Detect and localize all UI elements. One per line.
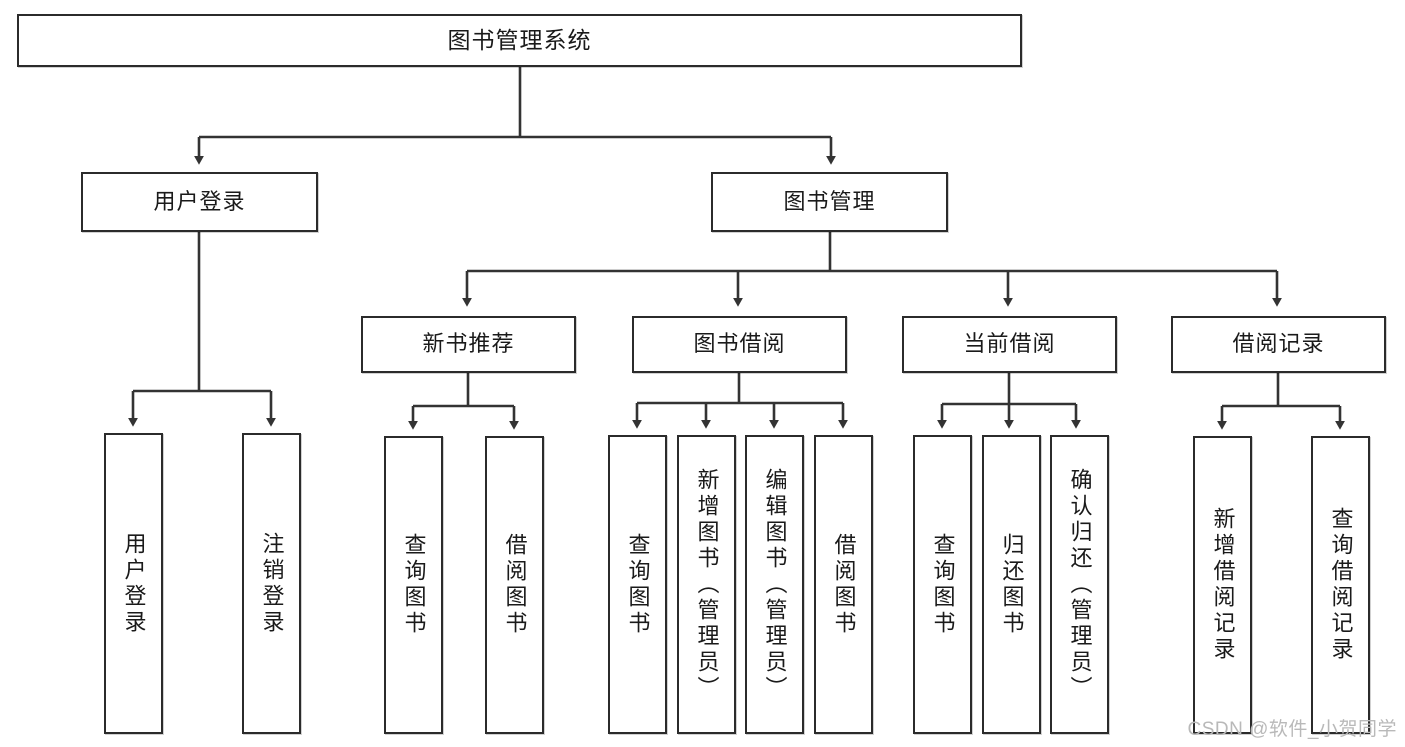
node-root-system-label: 图书管理系统 <box>447 26 592 53</box>
leaf-borrow-borrow-book-label: 借阅图书 <box>831 532 857 637</box>
leaf-user-login-logout[interactable]: 注销登录 <box>242 433 301 734</box>
leaf-borrow-query-book[interactable]: 查询图书 <box>608 435 667 734</box>
leaf-new-book-query-label: 查询图书 <box>401 533 427 637</box>
node-current-borrow-label: 当前借阅 <box>963 331 1056 357</box>
leaf-current-return-book-label: 归还图书 <box>999 532 1025 637</box>
leaf-borrow-query-book-label: 查询图书 <box>625 532 651 637</box>
leaf-borrow-borrow-book[interactable]: 借阅图书 <box>814 435 873 734</box>
leaf-borrow-add-book-label: 新增图书（管理员） <box>694 467 720 702</box>
leaf-record-query[interactable]: 查询借阅记录 <box>1311 436 1370 734</box>
node-book-borrow[interactable]: 图书借阅 <box>632 316 847 373</box>
leaf-current-confirm-return[interactable]: 确认归还（管理员） <box>1050 435 1109 734</box>
leaf-user-login-login-label: 用户登录 <box>121 531 147 636</box>
leaf-current-return-book[interactable]: 归还图书 <box>982 435 1041 734</box>
node-borrow-record[interactable]: 借阅记录 <box>1171 316 1386 373</box>
node-book-management[interactable]: 图书管理 <box>711 172 948 232</box>
node-user-login-label: 用户登录 <box>153 188 246 214</box>
leaf-user-login-logout-label: 注销登录 <box>259 531 285 636</box>
node-current-borrow[interactable]: 当前借阅 <box>902 316 1117 373</box>
node-borrow-record-label: 借阅记录 <box>1232 331 1325 357</box>
leaf-current-query-book[interactable]: 查询图书 <box>913 435 972 734</box>
node-new-book-recommend-label: 新书推荐 <box>422 331 515 357</box>
leaf-borrow-edit-book-label: 编辑图书（管理员） <box>762 467 788 702</box>
leaf-user-login-login[interactable]: 用户登录 <box>104 433 163 734</box>
csdn-watermark: CSDN @软件_小贺同学 <box>1187 719 1397 740</box>
leaf-borrow-add-book[interactable]: 新增图书（管理员） <box>677 435 736 734</box>
leaf-new-book-query[interactable]: 查询图书 <box>384 436 443 734</box>
leaf-new-book-borrow-label: 借阅图书 <box>502 533 528 637</box>
node-new-book-recommend[interactable]: 新书推荐 <box>361 316 576 373</box>
leaf-borrow-edit-book[interactable]: 编辑图书（管理员） <box>745 435 804 734</box>
leaf-current-confirm-return-label: 确认归还（管理员） <box>1067 467 1093 702</box>
node-user-login[interactable]: 用户登录 <box>81 172 318 232</box>
leaf-record-add-label: 新增借阅记录 <box>1210 507 1236 663</box>
leaf-current-query-book-label: 查询图书 <box>930 532 956 637</box>
node-root-system[interactable]: 图书管理系统 <box>17 14 1022 67</box>
leaf-record-add[interactable]: 新增借阅记录 <box>1193 436 1252 734</box>
node-book-borrow-label: 图书借阅 <box>693 331 786 357</box>
leaf-record-query-label: 查询借阅记录 <box>1328 507 1354 663</box>
node-book-management-label: 图书管理 <box>783 188 876 214</box>
leaf-new-book-borrow[interactable]: 借阅图书 <box>485 436 544 734</box>
